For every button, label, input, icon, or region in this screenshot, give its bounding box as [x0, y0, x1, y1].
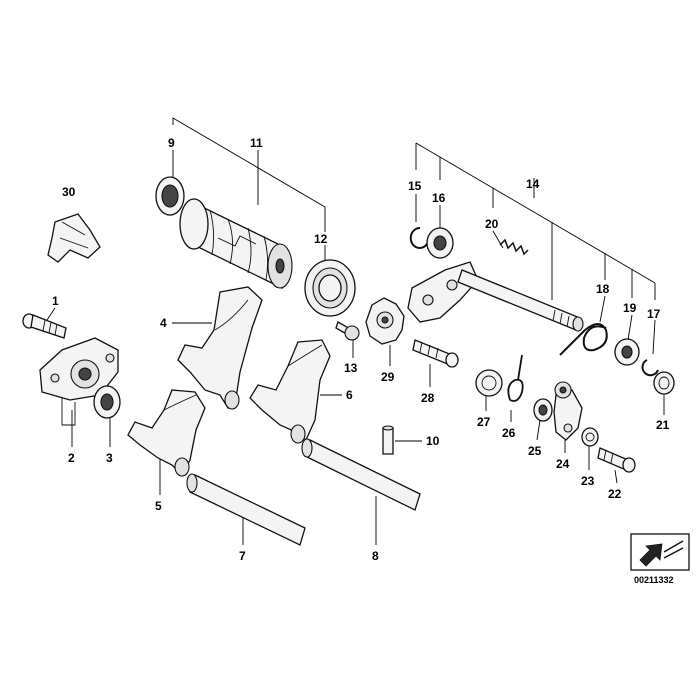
part-13-bolt: [335, 321, 360, 341]
part-30-bracket: [47, 213, 101, 263]
label-2: 2: [68, 451, 75, 465]
part-2-housing: [39, 337, 119, 426]
part-3-bearing: [93, 385, 121, 419]
label-25: 25: [528, 444, 542, 458]
part-11-shift-drum: [179, 198, 293, 290]
part-9-seal: [155, 176, 185, 216]
arrow-icon: [639, 543, 663, 567]
part-18-spring: [559, 323, 608, 356]
part-6-shift-fork: [249, 339, 331, 444]
part-23-washer: [581, 427, 599, 447]
part-29-star-wheel: [365, 297, 405, 345]
part-19-bushing: [614, 338, 640, 366]
part-10-pin: [382, 425, 394, 455]
part-5-shift-fork: [127, 389, 206, 477]
part-28-bolt: [412, 339, 459, 368]
part-15-circlip: [409, 226, 429, 249]
label-22: 22: [608, 487, 622, 501]
label-5: 5: [155, 499, 162, 513]
label-30: 30: [62, 185, 76, 199]
label-9: 9: [168, 136, 175, 150]
part-21-washer: [653, 371, 675, 395]
label-14: 14: [526, 177, 540, 191]
label-17: 17: [647, 307, 661, 321]
label-6: 6: [346, 388, 353, 402]
leader-lines: [46, 117, 665, 545]
label-10: 10: [426, 434, 440, 448]
label-7: 7: [239, 549, 246, 563]
label-3: 3: [106, 451, 113, 465]
part-1-bolt: [22, 313, 67, 339]
part-20-spring: [499, 238, 529, 256]
label-26: 26: [502, 426, 516, 440]
label-23: 23: [581, 474, 595, 488]
part-26-spring: [507, 354, 524, 402]
label-27: 27: [477, 415, 491, 429]
part-27-washer: [475, 369, 503, 397]
label-20: 20: [485, 217, 499, 231]
part-24-lever: [553, 381, 583, 441]
part-25-washer: [533, 398, 553, 422]
label-11: 11: [250, 136, 263, 150]
label-21: 21: [656, 418, 670, 432]
part-7-shaft: [186, 473, 306, 546]
part-22-bolt: [597, 447, 636, 473]
label-16: 16: [432, 191, 446, 205]
part-17-circlip: [641, 359, 659, 377]
part-labels: 1 2 3 4 5 6 7 8 9 10 11 12 13 14 15 16 1…: [52, 136, 670, 563]
direction-badge: 00211332: [630, 533, 690, 585]
diagram-code: 00211332: [634, 575, 674, 585]
label-12: 12: [314, 232, 328, 246]
label-28: 28: [421, 391, 435, 405]
label-1: 1: [52, 294, 59, 308]
label-19: 19: [623, 301, 637, 315]
part-8-shaft: [301, 438, 421, 511]
part-16-bearing: [426, 227, 454, 259]
label-8: 8: [372, 549, 379, 563]
part-14-selector-shaft: [407, 261, 584, 332]
label-24: 24: [556, 457, 570, 471]
label-29: 29: [381, 370, 395, 384]
label-13: 13: [344, 361, 358, 375]
part-12-bearing: [304, 259, 356, 317]
label-4: 4: [160, 316, 167, 330]
label-18: 18: [596, 282, 610, 296]
part-4-shift-fork: [177, 286, 263, 410]
label-15: 15: [408, 179, 422, 193]
